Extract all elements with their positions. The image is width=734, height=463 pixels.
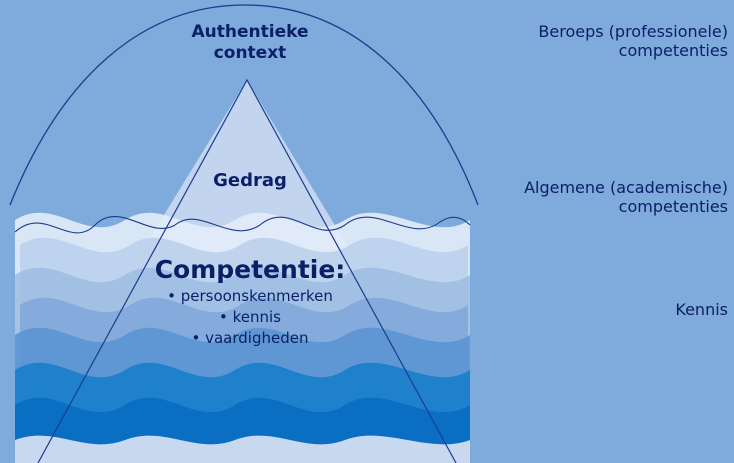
legend-general: Algemene (academische) competenties xyxy=(524,178,728,216)
competence-item-personality: • persoonskenmerken xyxy=(167,287,333,305)
wave-bottom-band xyxy=(15,435,470,463)
legend-professional: Beroeps (professionele) competenties xyxy=(538,22,728,60)
competence-item-skills: • vaardigheden xyxy=(191,329,309,347)
legend-knowledge: Kennis xyxy=(675,300,728,319)
surface-wave-line xyxy=(14,216,471,234)
behaviour-triangle xyxy=(130,80,362,270)
authentic-context-label: Authentieke context xyxy=(191,22,309,63)
authentic-context-arch xyxy=(9,4,479,206)
competence-title: Competentie: xyxy=(154,255,346,284)
competence-items: • persoonskenmerken • kennis • vaardighe… xyxy=(130,286,370,349)
triangle-outline xyxy=(37,78,457,463)
knowledge-waves xyxy=(15,212,470,463)
competence-item-knowledge: • kennis xyxy=(219,308,281,326)
behaviour-label: Gedrag xyxy=(213,170,287,191)
